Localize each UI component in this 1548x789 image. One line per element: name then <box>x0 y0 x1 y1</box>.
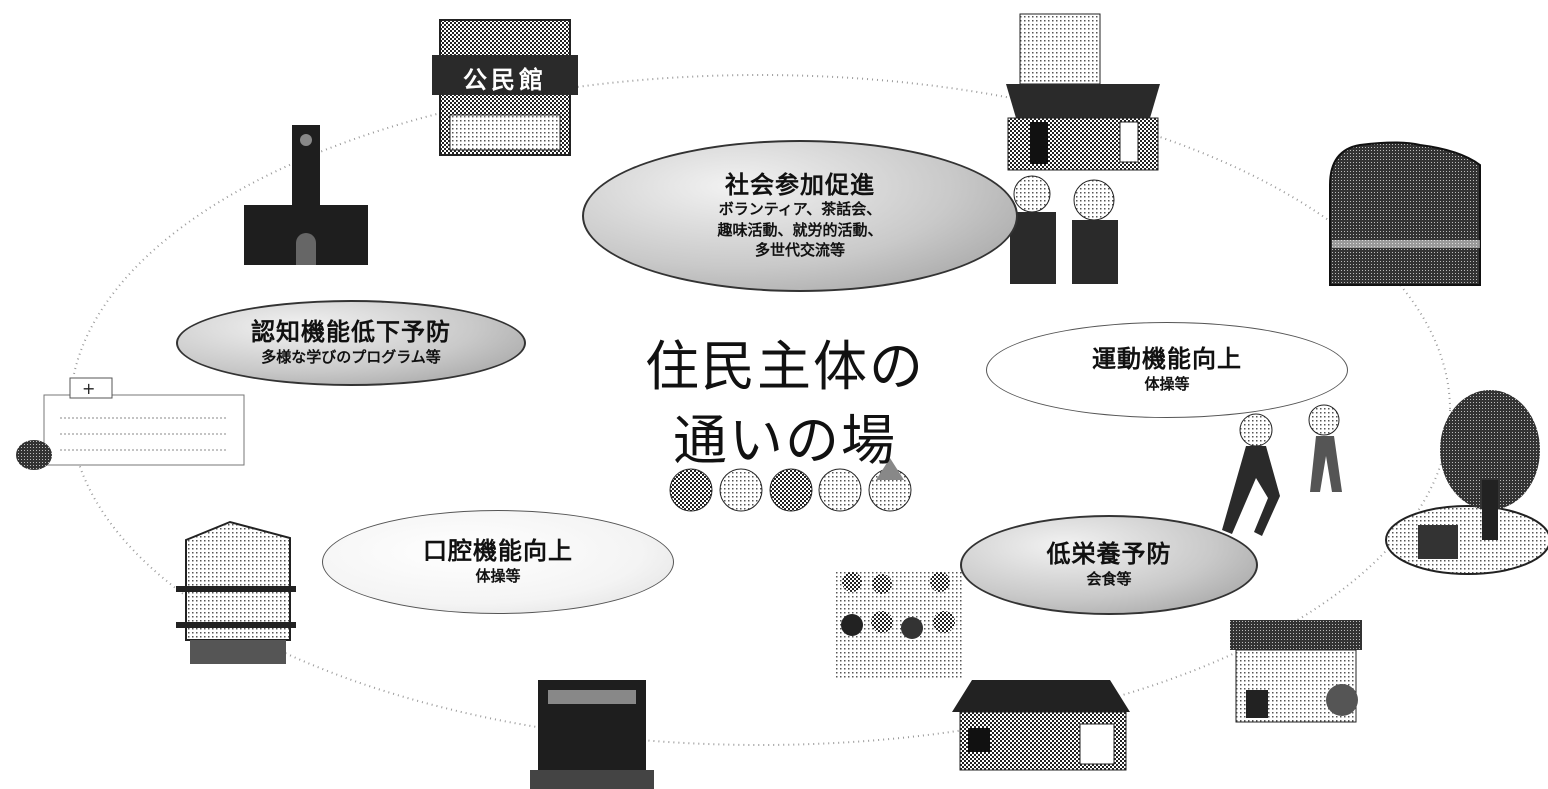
outer-ring <box>69 74 1451 746</box>
bubble-cognitive: 認知機能低下予防 多様な学びのプログラム等 <box>176 300 526 386</box>
group-people-icon <box>836 570 962 680</box>
bubble-oral: 口腔機能向上 体操等 <box>322 510 674 614</box>
clinic-icon: + <box>16 377 245 470</box>
walking-elderly-icon <box>1222 404 1342 536</box>
center-title-line1: 住民主体の <box>645 335 925 398</box>
bubble-oral-title: 口腔機能向上 <box>423 537 573 566</box>
public-building-icon <box>530 680 654 789</box>
office-building-icon <box>176 520 296 664</box>
bubble-motor-title: 運動機能向上 <box>1092 345 1242 374</box>
church-icon <box>244 125 368 265</box>
bubble-cognitive-sub: 多様な学びのプログラム等 <box>261 347 441 366</box>
small-house-icon <box>952 680 1130 771</box>
apartment-icon <box>1329 141 1481 286</box>
bubble-social-title: 社会参加促進 <box>725 170 875 199</box>
elderly-couple-icon <box>1010 175 1118 284</box>
community-hall-icon <box>432 19 578 156</box>
bubble-nutrition-sub: 会食等 <box>1086 569 1132 588</box>
bubble-motor: 運動機能向上 体操等 <box>986 322 1348 418</box>
center-title: 住民主体の 通いの場 <box>640 330 930 478</box>
house-icon <box>1006 13 1160 171</box>
bubble-oral-sub: 体操等 <box>475 566 521 585</box>
shop-icon <box>1230 620 1362 723</box>
center-title-line2: 通いの場 <box>673 409 897 472</box>
bubble-social-line1: ボランティア、茶話会、 <box>718 200 882 219</box>
bubble-nutrition-title: 低栄養予防 <box>1046 540 1172 569</box>
bubble-social-participation: 社会参加促進 ボランティア、茶話会、 趣味活動、就労的活動、 多世代交流等 <box>582 140 1018 292</box>
bubble-motor-sub: 体操等 <box>1144 374 1190 393</box>
park-tree-icon <box>1385 390 1548 575</box>
bubble-social-line3: 多世代交流等 <box>754 240 845 259</box>
bubble-nutrition: 低栄養予防 会食等 <box>960 515 1258 615</box>
bubble-social-line2: 趣味活動、就労的活動、 <box>717 220 883 239</box>
bubble-cognitive-title: 認知機能低下予防 <box>251 318 451 347</box>
community-hall-sign: 公民館 <box>463 66 547 94</box>
svg-text:+: + <box>82 379 95 398</box>
faces-row-icon <box>669 458 912 512</box>
